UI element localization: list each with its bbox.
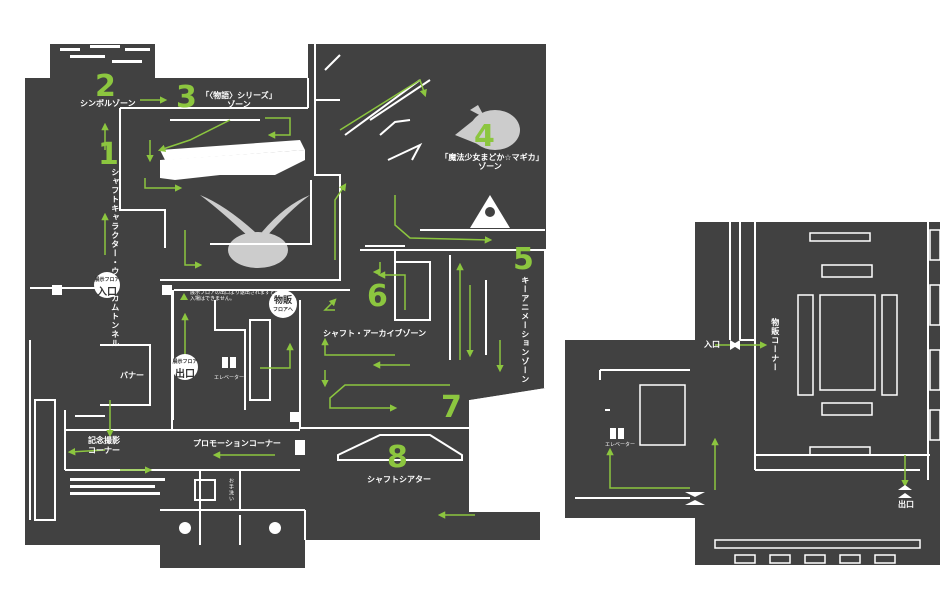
zone-2-label: シンボルゾーン bbox=[80, 99, 136, 108]
zone-2-number: 2 bbox=[95, 69, 116, 104]
theater-seats bbox=[495, 425, 507, 510]
entrance-small-label: 展示フロア bbox=[94, 277, 120, 283]
top-entrance-marks bbox=[60, 45, 150, 63]
madoka-character-sculpture bbox=[455, 105, 520, 150]
photo-corner-label-2: コーナー bbox=[88, 446, 120, 455]
theater-screen bbox=[337, 434, 463, 461]
zone-5-label: キーアニメーションゾーン bbox=[520, 276, 530, 384]
shop-tables bbox=[714, 229, 941, 564]
reentry-notice: 展示フロアの出口より退出されますと再入場はできません。 bbox=[190, 290, 280, 302]
zone-8-number: 8 bbox=[387, 440, 408, 475]
exit-label: 出口 bbox=[175, 369, 195, 380]
right-notch bbox=[470, 388, 546, 420]
key-line-art bbox=[324, 54, 431, 161]
zone-7-label: エンドカードゾーン bbox=[470, 404, 542, 413]
monogatari-zigzag-lower bbox=[160, 140, 305, 160]
banner-label: バナー bbox=[120, 371, 144, 380]
shop-floor-main-label: 物販 bbox=[273, 296, 292, 306]
door-markers bbox=[295, 445, 305, 455]
stairs-left bbox=[34, 319, 271, 521]
zone-7-number: 7 bbox=[441, 390, 462, 425]
right-door-markers bbox=[685, 340, 912, 505]
shop-corner-label: 物販コーナー bbox=[770, 318, 780, 372]
right-elevator-label: エレベーター bbox=[605, 442, 636, 448]
elevator-label: エレベーター bbox=[214, 375, 245, 381]
exit-small-label: 展示フロア bbox=[172, 359, 198, 365]
entrance-marker[interactable]: 展示フロア 入口 bbox=[94, 272, 120, 298]
promotion-corner-label: プロモーションコーナー bbox=[193, 439, 281, 448]
right-entrance-label: 入口 bbox=[704, 340, 720, 349]
zone-3-number: 3 bbox=[176, 80, 197, 115]
notice-text-block bbox=[70, 478, 165, 495]
right-exit-label: 出口 bbox=[898, 500, 914, 509]
zone-4-label: 「魔法少女まどか☆マギカ」ゾーン bbox=[440, 153, 540, 171]
photo-corner-label-1: 記念撮影 bbox=[88, 436, 120, 445]
right-walls bbox=[575, 222, 930, 499]
right-large-floor bbox=[695, 222, 940, 565]
warning-icon bbox=[180, 293, 188, 300]
dotted-partitions bbox=[75, 119, 487, 420]
zone-6-number: 6 bbox=[367, 279, 388, 314]
shop-floor-sub-label: フロアへ bbox=[272, 307, 293, 313]
zone-6-label: シャフト・アーカイブゾーン bbox=[323, 329, 427, 338]
restroom-label: お手洗い bbox=[228, 478, 234, 502]
elevator-icon bbox=[222, 357, 236, 368]
right-elevator-icon bbox=[610, 428, 624, 439]
zone-8-label: シャフトシアター bbox=[367, 475, 431, 484]
restroom-icons bbox=[179, 479, 281, 534]
stairs-right bbox=[639, 384, 686, 446]
character-sculpture bbox=[200, 195, 310, 268]
exit-marker[interactable]: 展示フロア 出口 bbox=[172, 354, 198, 380]
entrance-label: 入口 bbox=[97, 287, 117, 298]
zone-1-label: シャフトキャラクター・ウェルカムトンネル bbox=[110, 168, 120, 348]
right-small-floor bbox=[565, 340, 705, 518]
zone-1-number: 1 bbox=[98, 137, 119, 172]
zone-4-number: 4 bbox=[474, 119, 495, 154]
zone-5-number: 5 bbox=[513, 242, 534, 277]
zone-3-label: 「〈物語〉シリーズ」ゾーン bbox=[201, 91, 277, 109]
shop-floor-marker[interactable]: 物販 フロアへ bbox=[269, 290, 297, 318]
route-arrows bbox=[67, 78, 504, 519]
